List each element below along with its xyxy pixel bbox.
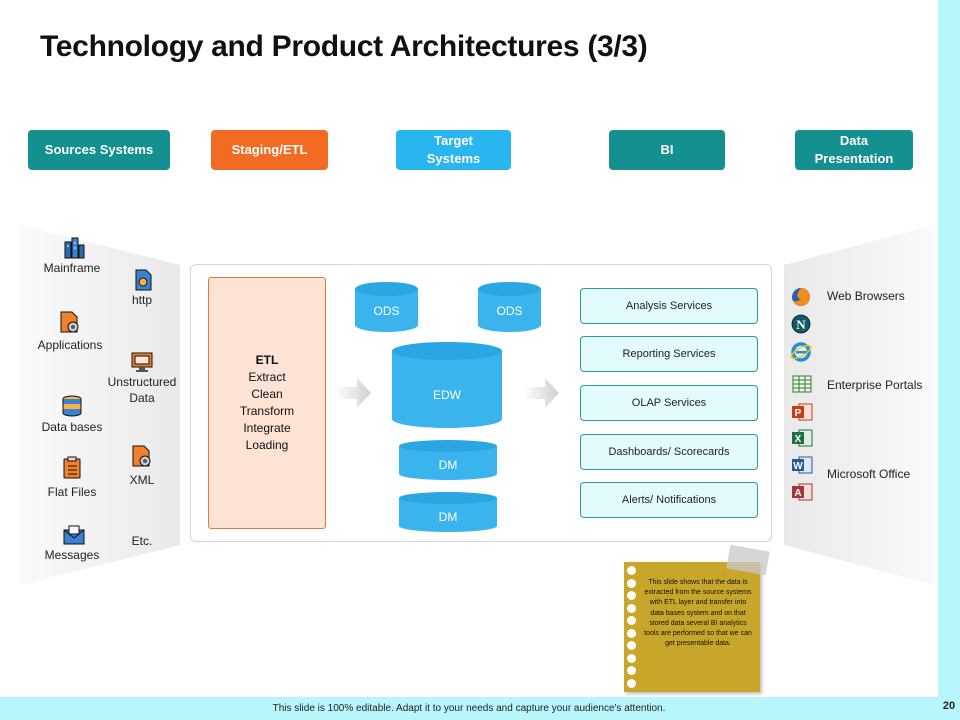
- sticky-note-text: This slide shows that the data is extrac…: [644, 579, 752, 648]
- etl-step-integrate: Integrate: [243, 421, 291, 435]
- dm-cylinder-2: DM: [399, 492, 497, 532]
- source-label-flat-files: Flat Files: [47, 485, 97, 499]
- svg-text:N: N: [796, 317, 806, 332]
- dm-label-1: DM: [439, 458, 458, 472]
- etl-step-loading: Loading: [245, 438, 289, 452]
- source-label-databases: Data bases: [41, 420, 103, 434]
- unstructured-data-icon: [131, 352, 153, 372]
- mainframe-icon: [64, 237, 85, 259]
- note-hole: [627, 603, 636, 613]
- note-hole: [627, 666, 636, 676]
- source-label-http: http: [131, 293, 152, 307]
- bi-service-reporting: Reporting Services: [580, 336, 758, 372]
- netscape-icon: N: [791, 314, 811, 334]
- note-hole: [627, 591, 636, 601]
- ods-cylinder-2: ODS: [478, 282, 541, 332]
- source-label-applications: Applications: [37, 338, 103, 352]
- note-hole: [627, 653, 636, 663]
- etl-step-clean: Clean: [251, 387, 283, 401]
- source-label-messages: Messages: [44, 548, 100, 562]
- word-icon: W: [792, 456, 813, 474]
- svg-text:A: A: [794, 488, 801, 499]
- dm-label-2: DM: [439, 510, 458, 524]
- bi-service-analysis: Analysis Services: [580, 288, 758, 324]
- etl-step-transform: Transform: [239, 404, 295, 418]
- source-label-mainframe: Mainframe: [43, 261, 101, 275]
- excel-icon: X: [792, 429, 813, 447]
- bi-service-alerts: Alerts/ Notifications: [580, 482, 758, 518]
- sticky-note: [624, 562, 760, 692]
- source-label-unstructured-data: Unstructured Data: [107, 375, 177, 405]
- svg-text:W: W: [793, 461, 803, 472]
- bi-service-dashboards: Dashboards/ Scorecards: [580, 434, 758, 470]
- footer-text: This slide is 100% editable. Adapt it to…: [272, 703, 666, 714]
- edw-cylinder: EDW: [392, 342, 502, 428]
- arrow-targets-to-bi: [523, 378, 559, 408]
- flat-files-icon: [63, 456, 81, 479]
- powerpoint-icon: P: [792, 403, 813, 421]
- svg-text:P: P: [795, 408, 802, 419]
- presentation-panel-background: [784, 225, 934, 585]
- header-sources-systems: Sources Systems: [28, 130, 170, 170]
- note-hole: [627, 578, 636, 588]
- source-label-xml: XML: [129, 473, 155, 487]
- firefox-icon: [792, 288, 810, 306]
- bi-service-olap: OLAP Services: [580, 385, 758, 421]
- dm-cylinder-1: DM: [399, 440, 497, 480]
- messages-icon: [63, 525, 85, 545]
- ods-cylinder-1: ODS: [355, 282, 418, 332]
- note-hole: [627, 678, 636, 688]
- svg-text:X: X: [795, 434, 802, 445]
- header-staging-etl: Staging/ETL: [211, 130, 328, 170]
- right-accent-strip: [938, 0, 960, 720]
- slide-title: Technology and Product Architectures (3/…: [40, 30, 648, 63]
- access-icon: A: [792, 483, 813, 501]
- presentation-label-microsoft-office: Microsoft Office: [827, 467, 911, 481]
- header-target-systems: Target Systems: [396, 130, 511, 170]
- note-hole: [627, 616, 636, 626]
- ods-label-2: ODS: [496, 304, 522, 318]
- edw-label: EDW: [433, 388, 462, 402]
- ods-label-1: ODS: [373, 304, 399, 318]
- footer-bar: [0, 697, 938, 720]
- etl-step-extract: Extract: [248, 370, 286, 384]
- applications-icon: [60, 311, 79, 333]
- spreadsheet-icon: [792, 375, 812, 393]
- http-file-icon: [135, 269, 152, 291]
- xml-file-icon: [132, 445, 151, 467]
- source-label-etc: Etc.: [131, 534, 153, 548]
- note-hole: [627, 641, 636, 651]
- arrow-etl-to-targets: [335, 378, 371, 408]
- note-hole: [627, 566, 636, 575]
- presentation-label-enterprise-portals: Enterprise Portals: [827, 378, 923, 392]
- database-icon: [62, 395, 82, 417]
- note-hole: [627, 628, 636, 638]
- note-binding-holes: [627, 566, 637, 688]
- etl-heading: ETL: [255, 353, 279, 367]
- presentation-label-web-browsers: Web Browsers: [827, 289, 905, 303]
- page-number: 20: [942, 700, 956, 712]
- header-bi: BI: [609, 130, 725, 170]
- header-data-presentation: Data Presentation: [795, 130, 913, 170]
- etl-box: ETL Extract Clean Transform Integrate Lo…: [208, 277, 326, 529]
- internet-explorer-icon: [790, 342, 812, 362]
- sources-panel-background: [20, 225, 180, 585]
